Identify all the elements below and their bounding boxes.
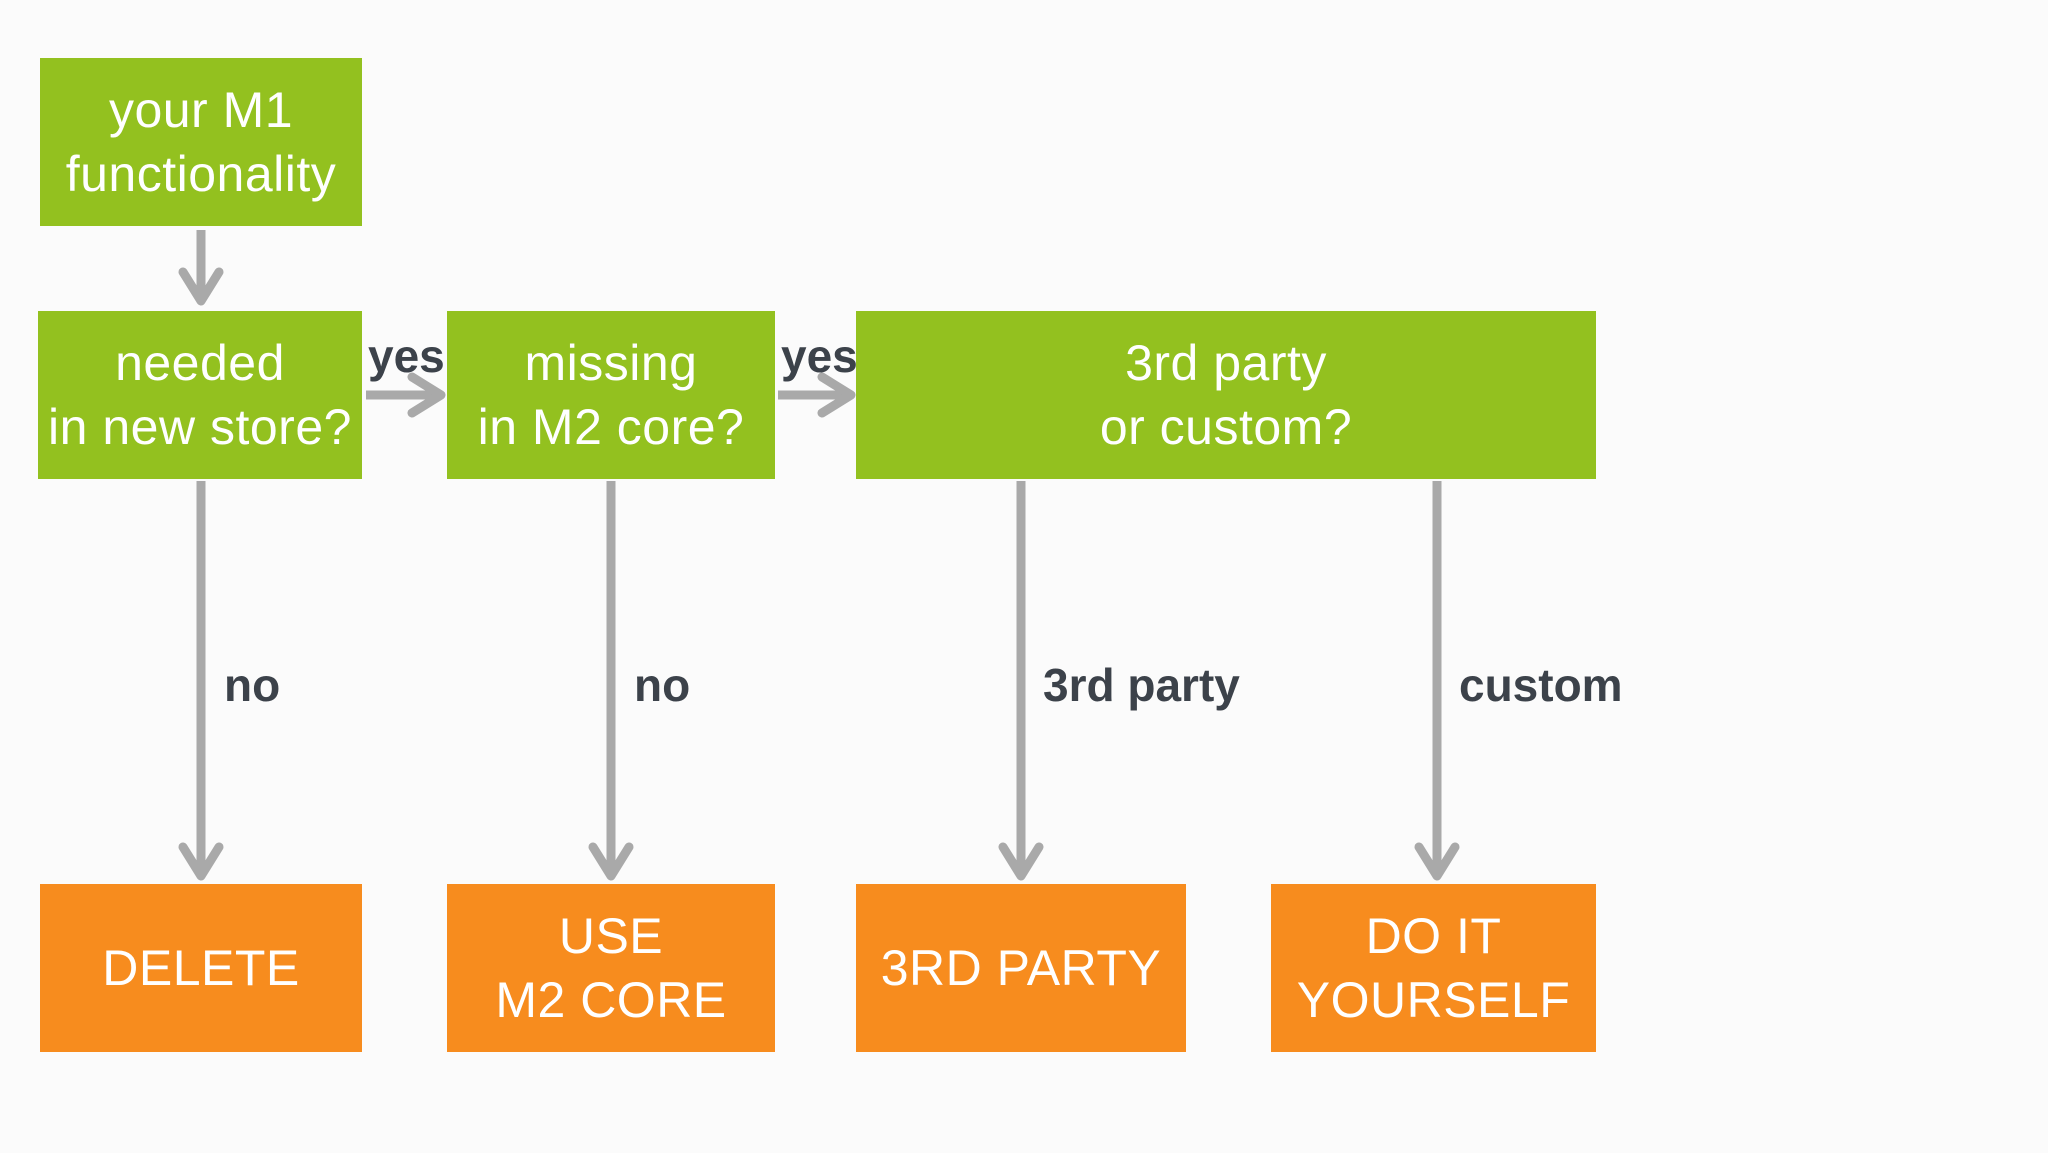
edge-label-custom: custom — [1459, 659, 1623, 711]
node-delete: DELETE — [40, 884, 362, 1052]
edge-label-no-1: no — [224, 659, 281, 711]
node-diy-line1: DO IT — [1365, 908, 1502, 964]
node-3rd-party: 3RD PARTY — [856, 884, 1186, 1052]
node-choice-line1: 3rd party — [1125, 335, 1327, 391]
arrow-choice-to-3rdparty — [998, 481, 1044, 881]
node-needed-line1: needed — [115, 335, 285, 391]
node-usecore-line1: USE — [558, 908, 664, 964]
node-usecore-line2: M2 CORE — [495, 972, 727, 1028]
node-missing-in-m2-core: missing in M2 core? — [447, 311, 775, 479]
arrow-needed-to-missing — [366, 372, 446, 418]
edge-label-yes-1: yes — [368, 330, 445, 382]
node-delete-line1: DELETE — [102, 940, 300, 996]
node-choice-line2: or custom? — [1099, 399, 1353, 455]
node-missing-line2: in M2 core? — [477, 399, 745, 455]
arrow-m1-to-needed — [178, 230, 224, 306]
node-do-it-yourself: DO IT YOURSELF — [1271, 884, 1596, 1052]
node-m1-functionality: your M1 functionality — [40, 58, 362, 226]
node-3rdparty-line1: 3RD PARTY — [880, 940, 1162, 996]
edge-label-no-2: no — [634, 659, 691, 711]
arrow-choice-to-diy — [1414, 481, 1460, 881]
node-missing-line1: missing — [524, 335, 698, 391]
node-m1-functionality-line2: functionality — [65, 146, 337, 202]
node-diy-line2: YOURSELF — [1296, 972, 1571, 1028]
node-third-party-or-custom: 3rd party or custom? — [856, 311, 1596, 479]
node-use-m2-core: USE M2 CORE — [447, 884, 775, 1052]
edge-label-yes-2: yes — [781, 330, 858, 382]
node-needed-in-new-store: needed in new store? — [38, 311, 362, 479]
edge-label-3rd-party: 3rd party — [1043, 659, 1240, 711]
node-m1-functionality-line1: your M1 — [108, 82, 294, 138]
node-needed-line2: in new store? — [48, 399, 352, 455]
arrow-needed-to-delete — [178, 481, 224, 881]
arrow-missing-to-choice — [778, 372, 856, 418]
arrow-missing-to-usecore — [588, 481, 634, 881]
